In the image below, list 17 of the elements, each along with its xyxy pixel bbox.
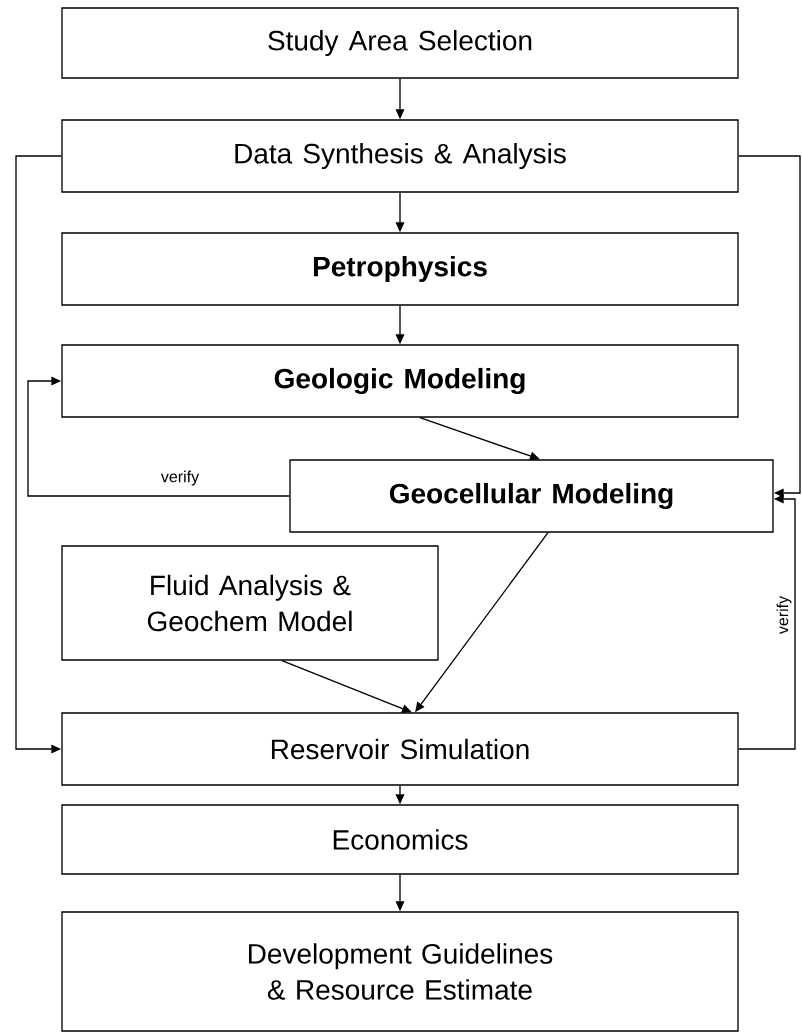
process-box: Development Guidelines & Resource Estimate bbox=[61, 911, 739, 1032]
edge-label: verify bbox=[160, 470, 200, 486]
arrow bbox=[419, 417, 540, 461]
process-box: Petrophysics bbox=[61, 232, 739, 306]
arrow bbox=[738, 155, 801, 498]
process-box: Data Synthesis & Analysis bbox=[61, 119, 739, 193]
arrow bbox=[27, 376, 290, 497]
arrow bbox=[15, 155, 62, 754]
edge-label: verify bbox=[776, 595, 792, 635]
process-box: Economics bbox=[61, 804, 739, 875]
process-box: Fluid Analysis & Geochem Model bbox=[61, 545, 439, 661]
arrow bbox=[738, 494, 796, 750]
process-box: Geologic Modeling bbox=[61, 344, 739, 418]
process-box: Geocellular Modeling bbox=[289, 459, 774, 533]
arrow bbox=[281, 660, 412, 713]
process-box: Reservoir Simulation bbox=[61, 712, 739, 786]
process-box: Study Area Selection bbox=[61, 7, 739, 79]
